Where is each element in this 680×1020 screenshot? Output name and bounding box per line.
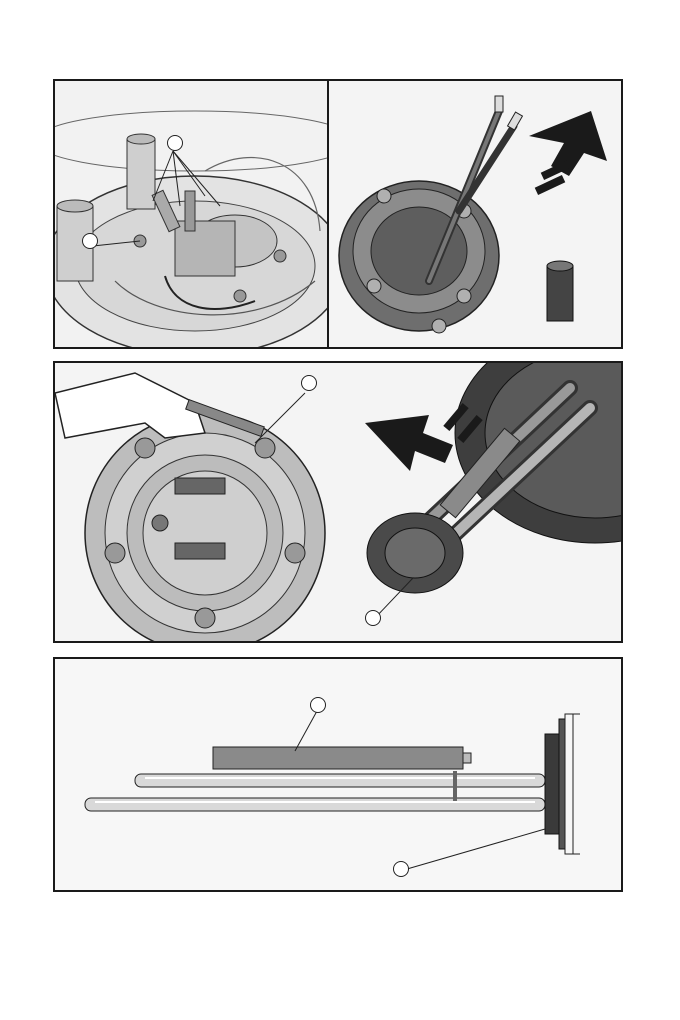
anode-rod bbox=[213, 747, 463, 769]
callout-bolt bbox=[301, 375, 317, 391]
figure-2 bbox=[53, 361, 623, 643]
figure-3 bbox=[53, 657, 623, 892]
callout-wiring bbox=[167, 135, 183, 151]
callout-flange-side bbox=[393, 861, 409, 877]
flange-unbolting-illustration bbox=[55, 363, 345, 641]
callout-flange bbox=[365, 610, 381, 626]
element-extraction-illustration bbox=[345, 363, 621, 641]
flange-removal-illustration bbox=[329, 81, 623, 347]
tank-top-wiring-illustration bbox=[55, 81, 327, 347]
callout-anode-pipe bbox=[82, 233, 98, 249]
element-side-view-illustration bbox=[55, 659, 621, 890]
callout-anode bbox=[310, 697, 326, 713]
figure-1 bbox=[53, 79, 623, 349]
